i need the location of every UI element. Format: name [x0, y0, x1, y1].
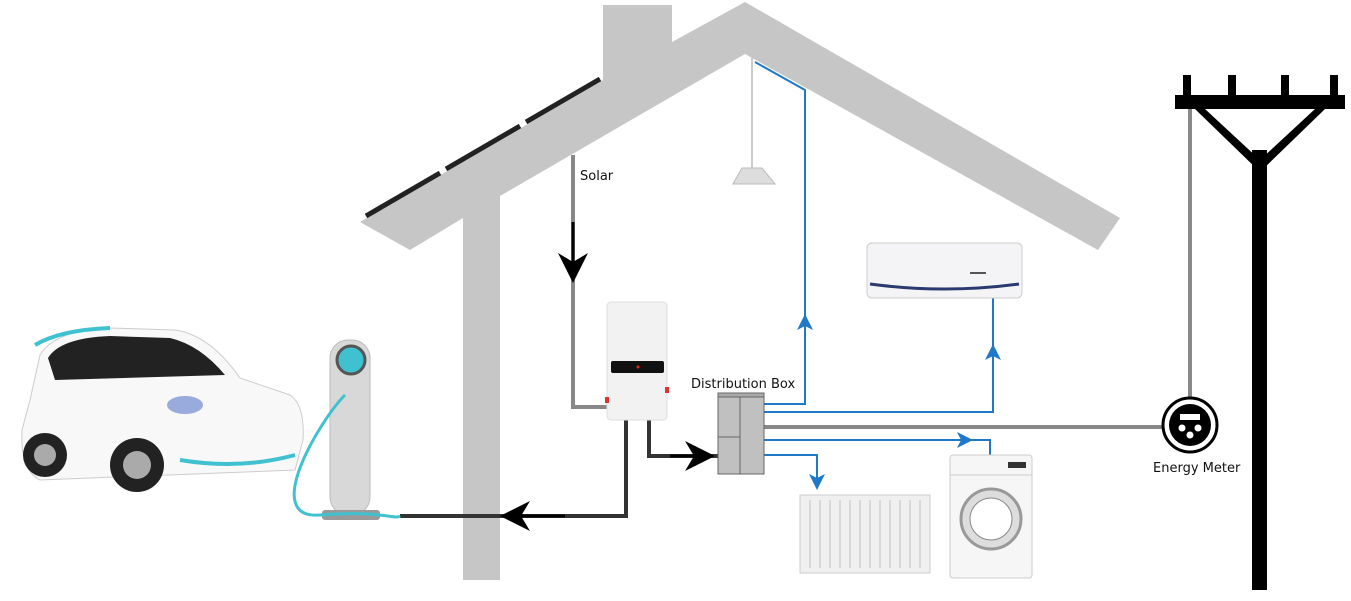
solar-panels [364, 76, 602, 219]
ev-charger [292, 339, 401, 520]
radiator [799, 494, 931, 574]
distribution-box [717, 392, 765, 475]
ceiling-lamp [732, 58, 777, 185]
load-wires [754, 61, 994, 482]
solar-label: Solar [580, 169, 614, 184]
house-outline [360, 2, 1120, 580]
air-conditioner [866, 242, 1023, 299]
dc-wires [400, 420, 718, 518]
solar-wire [571, 155, 608, 409]
inverter [605, 301, 669, 421]
utility-pole [1175, 75, 1345, 590]
grid-wires [763, 108, 1192, 429]
washing-machine [949, 454, 1033, 579]
distribution-box-label: Distribution Box [691, 377, 796, 392]
electric-car [21, 326, 304, 492]
energy-meter-label: Energy Meter [1153, 461, 1241, 476]
energy-meter-icon [1161, 396, 1219, 454]
